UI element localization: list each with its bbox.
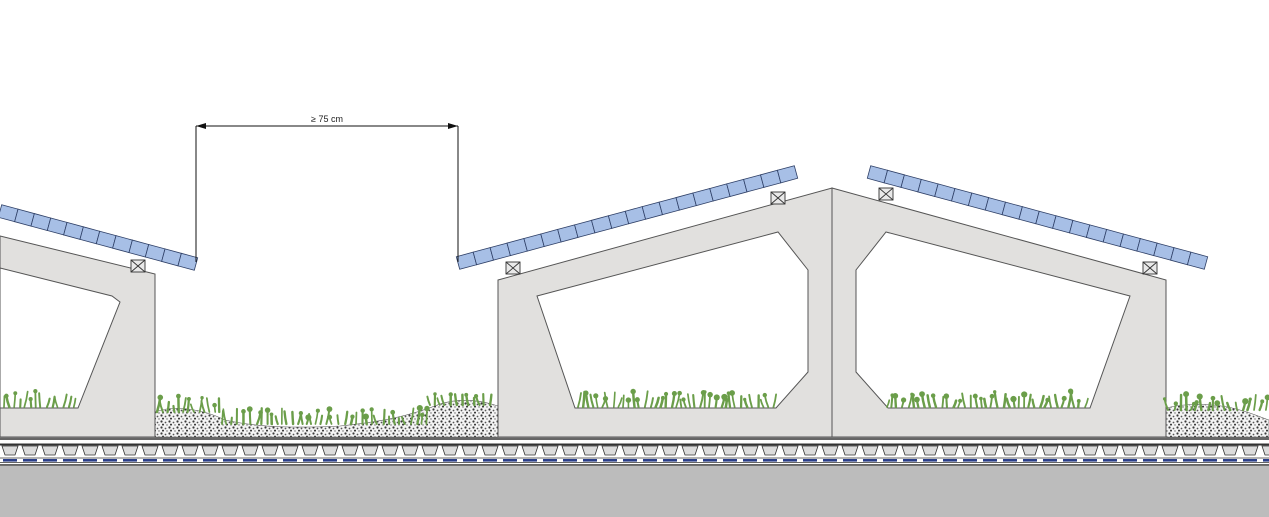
solar-panels [0,165,1209,271]
drainage-layer [0,437,1269,465]
spacing-dimension: ≥ 75 cm [195,114,459,262]
bracket-left [130,259,146,273]
spacing-dimension-label: ≥ 75 cm [311,114,343,124]
concrete-frame-left [0,235,156,438]
solar-cell [1186,251,1209,270]
roof-slab [0,465,1269,517]
extensive-greenery [3,388,1269,426]
solar-panel-right [866,165,1209,270]
mounting-brackets [130,187,1158,275]
solar-panel-left [0,204,199,271]
concrete-frame-middle [497,187,833,438]
concrete-frame-right [831,187,1167,438]
bracket-right-low [1142,261,1158,275]
solar-cell [177,252,199,271]
bracket-right-high [878,187,894,201]
solar-panel-middle [455,165,799,270]
solar-cell [776,165,799,184]
bracket-middle-high [770,191,786,205]
bracket-middle-low [505,261,521,275]
